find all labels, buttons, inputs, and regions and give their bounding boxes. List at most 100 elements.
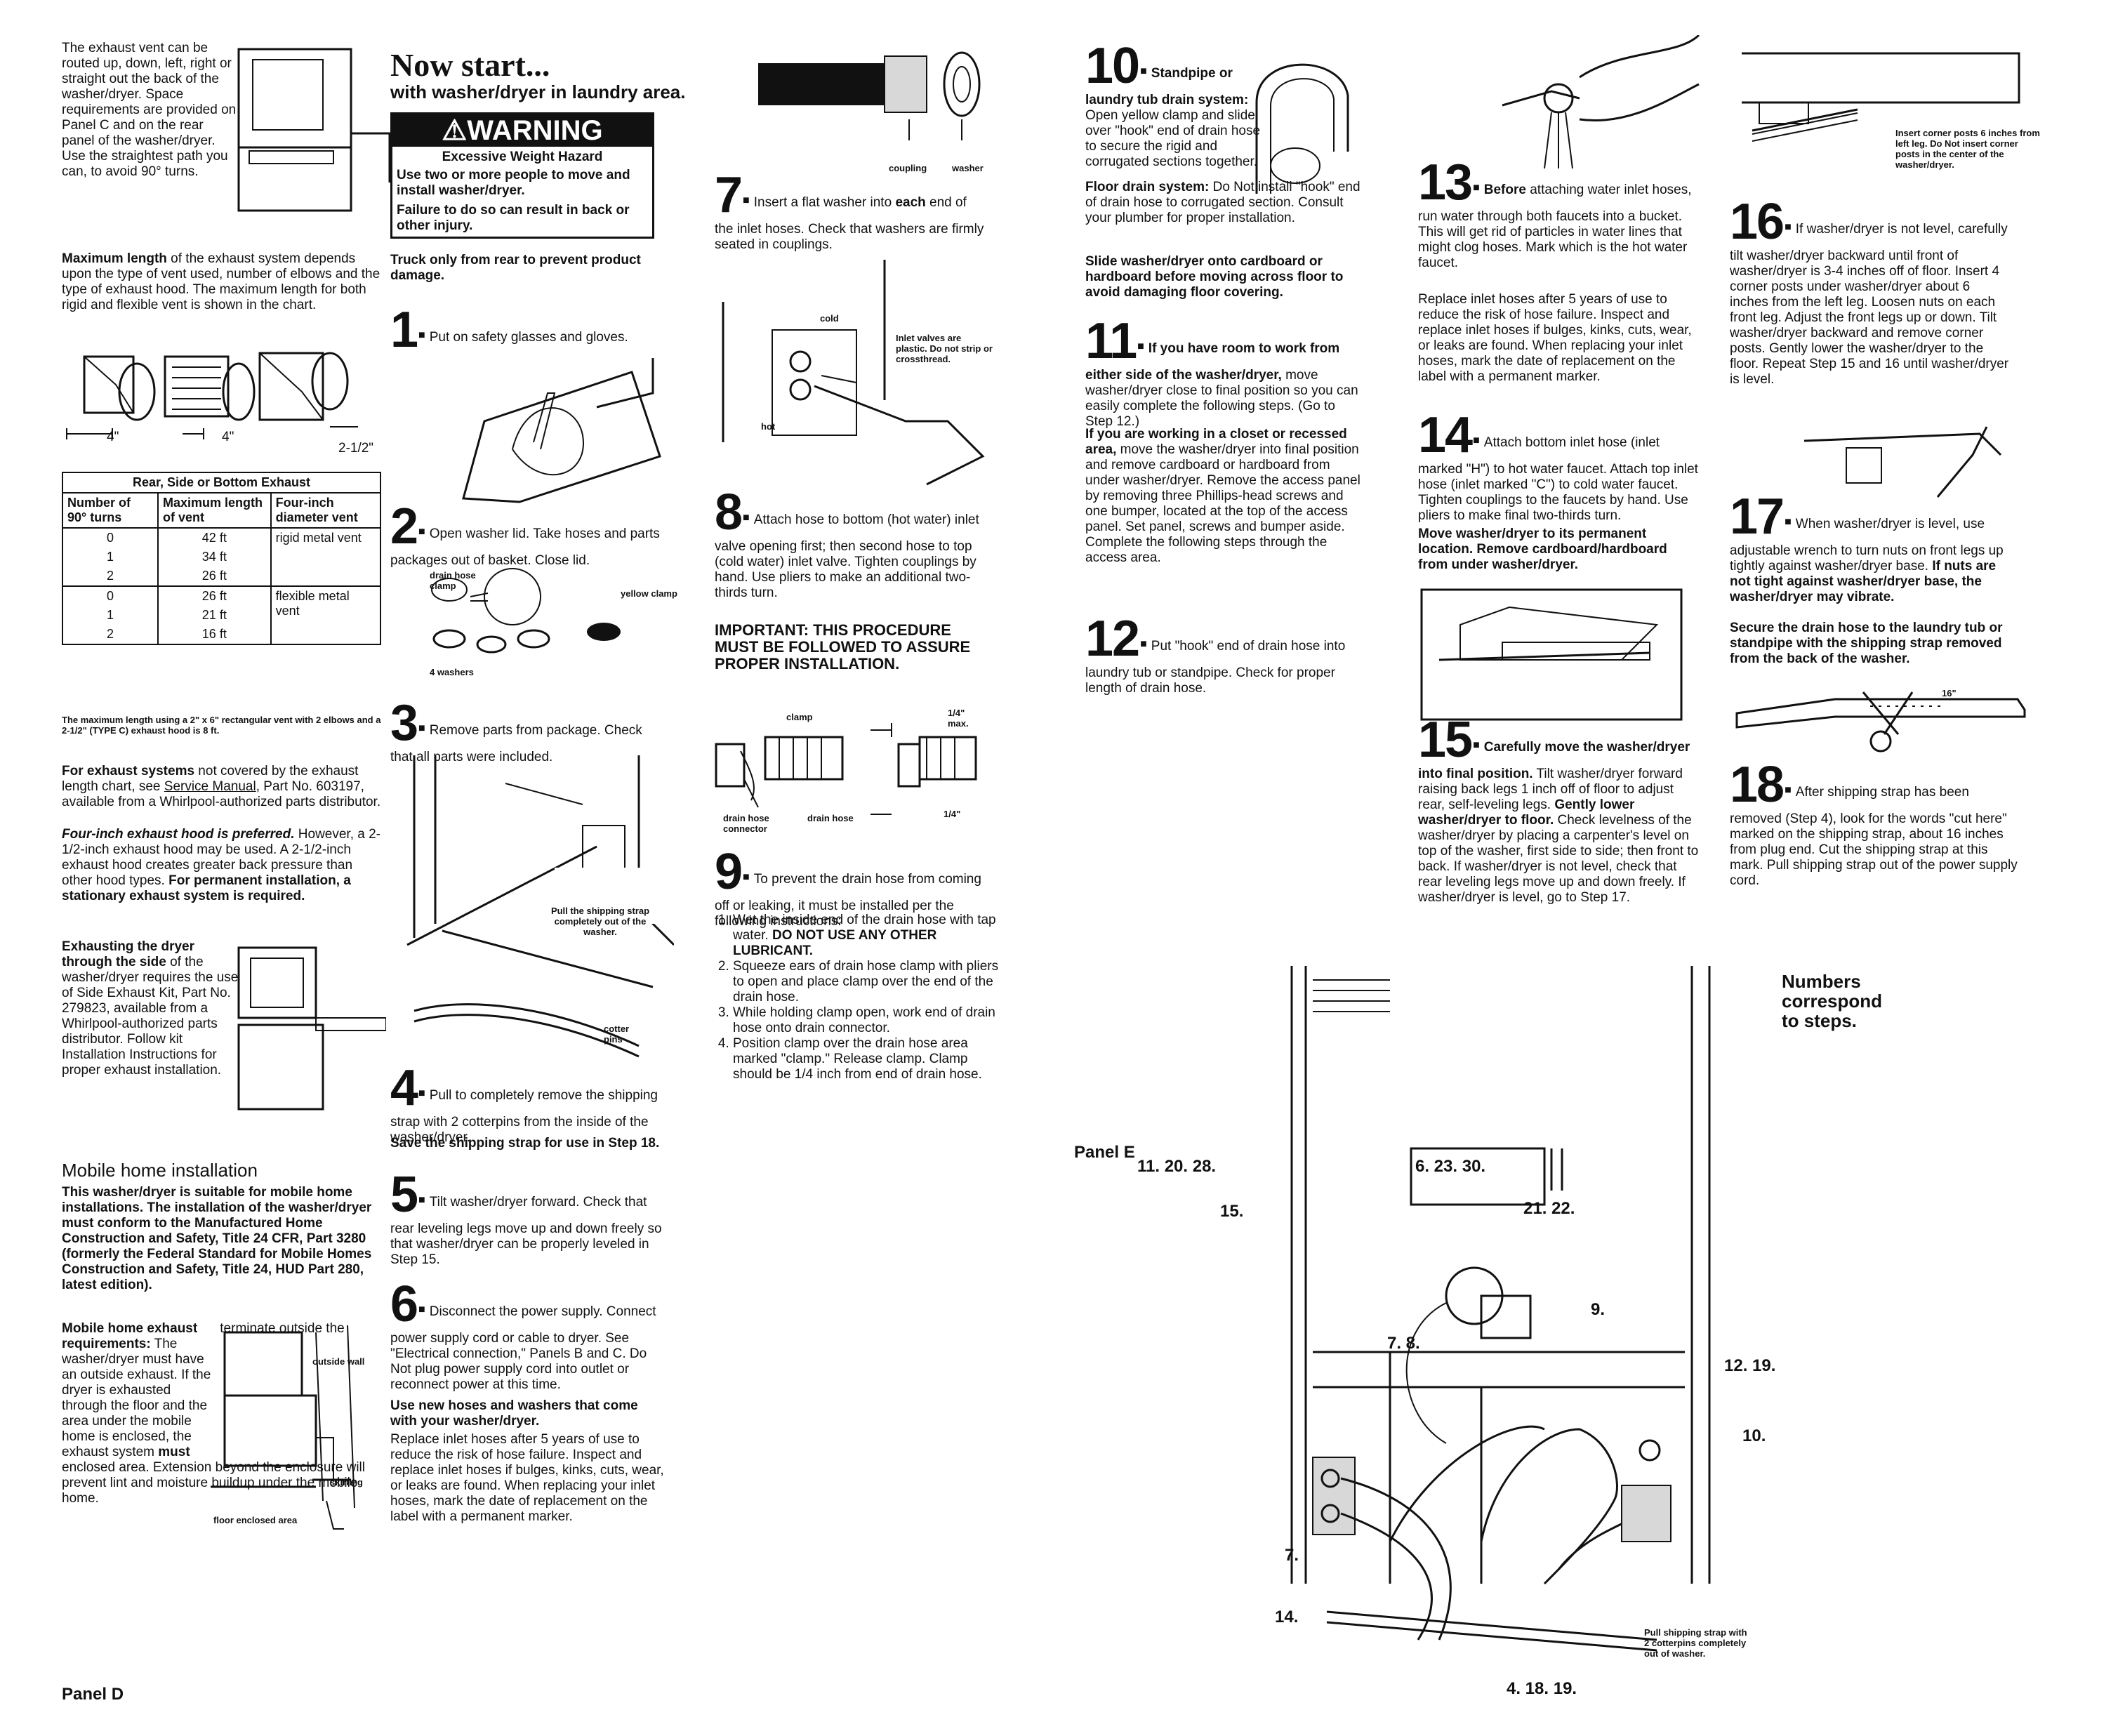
service-manual-link: Service Manual [164,779,256,794]
cold-label: cold [820,313,839,324]
mobile-home-exhaust-illustration [211,1325,355,1530]
move-permanent-note: Move washer/dryer to its permanent locat… [1418,526,1667,572]
callout-7-8: 7. 8. [1387,1334,1420,1353]
list-item: Position clamp over the drain hose area … [733,1036,1000,1082]
callout-11-20-28: 11. 20. 28. [1137,1157,1217,1176]
hot-label: hot [761,421,776,432]
step-18: 18After shipping strap has been removed … [1730,757,2025,889]
dim-4in-a: 4" [107,430,119,444]
cotter-pins-label: cotter pins [604,1023,630,1045]
panel-d-label: Panel D [62,1685,124,1704]
replace-inlet-hoses-note: Replace inlet hoses after 5 years of use… [1418,292,1692,384]
exhaust-hoods-illustration [66,352,358,439]
callout-21-22: 21. 22. [1523,1199,1575,1218]
washer-label: washer [952,163,984,173]
cut-strap-illustration [1735,691,2026,753]
washer-rear-access-diagram [1290,966,1711,1652]
mobile-home-heading: Mobile home installation [62,1160,258,1181]
table-row: 2 26 ft [62,566,380,587]
step-4: 4Pull to completely remove the shipping … [390,1060,664,1146]
step-7: 7Insert a flat washer into end of the in… [715,167,988,253]
step-14: 14Attach bottom inlet hose (inlet marked… [1418,407,1699,524]
secure-drain-note: Secure the drain hose to the laundry tub… [1730,621,2003,666]
list-item: Squeeze ears of drain hose clamp with pl… [733,959,1000,1005]
drain-hose-connector-label: drain hose connector [723,813,769,834]
shipping-strap-removal-illustration [406,755,674,988]
exhaust-intro: The exhaust vent can be routed up, down,… [62,41,237,179]
closet-note: If you are working in a closet or recess… [1085,427,1361,565]
now-start-subtitle: with washer/dryer in laundry area. [390,81,686,102]
step-5: 5Tilt washer/dryer forward. Check that r… [390,1167,664,1268]
hose-parts-illustration [431,568,621,654]
callout-12-19: 12. 19. [1724,1356,1776,1375]
washer-open-lid-illustration [462,358,661,503]
callout-4-18-19: 4. 18. 19. [1507,1679,1577,1698]
table-row: 1 21 ft [62,606,380,625]
step-17: 17When washer/dryer is level, use adjust… [1730,489,2011,605]
other-exhaust-systems: For exhaust systems not covered by the e… [62,764,381,809]
list-item: While holding clamp open, work end of dr… [733,1005,1000,1036]
stacked-washer-dryer-illustration [237,48,391,212]
replace-hoses-note: Replace inlet hoses after 5 years of use… [390,1432,664,1524]
callout-7: 7. [1285,1546,1299,1565]
step-9: 9To prevent the drain hose from coming o… [715,844,988,929]
panel-e-label: Panel E [1074,1143,1135,1162]
clamp-label: clamp [786,712,813,722]
drain-hose-clamp-label: drain hose clamp [430,570,476,591]
table-header: Maximum length of vent [157,492,272,529]
table-title: Rear, Side or Bottom Exhaust [62,472,381,493]
corner-posts-label: Insert corner posts 6 inches from left l… [1895,128,2040,170]
faucet-hand-illustration [1502,35,1700,169]
warning-head: WARNING [467,115,603,146]
callout-9: 9. [1591,1300,1606,1319]
four-inch-hood-note: Four-inch exhaust hood is preferred. How… [62,827,380,903]
skirting-label: skirting [330,1477,363,1487]
dim-4in-b: 4" [222,430,234,444]
exhaust-max-length: Maximum length of the exhaust system dep… [62,251,380,312]
warning-triangle-icon: ⚠ [442,115,468,146]
quarter-inch-max-label: 1/4" max. [948,708,969,729]
outside-wall-label: outside wall [312,1356,365,1367]
callout-14: 14. [1275,1608,1299,1626]
quarter-inch-label: 1/4" [944,809,961,819]
wrench-leg-illustration [1803,426,2002,498]
washer-top-level-illustration [1420,588,1683,721]
step-10: 10Standpipe or laundry tub drain system:… [1085,38,1261,170]
sixteen-inch-label: 16" [1942,688,1957,698]
new-hoses-note: Use new hoses and washers that come with… [390,1398,638,1429]
step-2: 2Open washer lid. Take hoses and parts p… [390,498,664,569]
inlet-valves-note: Inlet valves are plastic. Do not strip o… [896,333,993,364]
table-row: 0 26 ft flexible metal vent [62,585,382,645]
step-6: 6Disconnect the power supply. Connect po… [390,1276,664,1393]
list-item: Wet the inside end of the drain hose wit… [733,913,1000,959]
pull-strap-label: Pull the shipping strap completely out o… [550,906,650,937]
step-8: 8Attach hose to bottom (hot water) inlet… [715,484,988,601]
coupling-label: coupling [889,163,927,173]
step-15: 15Carefully move the washer/dryer into f… [1418,712,1699,906]
drain-hose-label: drain hose [807,813,854,823]
warning-hazard: Excessive Weight Hazard [442,150,603,164]
step-12: 12Put "hook" end of drain hose into laun… [1085,611,1366,696]
step-9-instructions: Wet the inside end of the drain hose wit… [715,913,1000,1082]
step-16: 16If washer/dryer is not level, carefull… [1730,194,2011,387]
corner-post-illustration [1742,52,2020,142]
important-procedure-note: IMPORTANT: THIS PROCEDURE MUST BE FOLLOW… [715,621,971,672]
table-header: Number of 90° turns [62,492,159,529]
yellow-clamp-label: yellow clamp [621,588,677,599]
now-start-title: Now start... [390,47,550,83]
dim-2-5in: 2-1/2" [338,441,374,456]
step-1: 1Put on safety glasses and gloves. [390,302,664,358]
side-exhaust-illustration [237,946,386,1111]
warning-line2: Failure to do so can result in back or o… [397,203,630,233]
warning-line1: Use two or more people to move and insta… [397,168,630,198]
step-11: 11If you have room to work from either s… [1085,313,1366,430]
table-header: Four-inch diameter vent [270,492,382,529]
step-3: 3Remove parts from package. Check that a… [390,695,664,765]
vent-length-table: Rear, Side or Bottom Exhaust Number of 9… [62,472,382,645]
table-row: 2 16 ft [62,625,380,645]
table-note: The maximum length using a 2" x 6" recta… [62,715,381,736]
truck-note: Truck only from rear to prevent product … [390,253,641,283]
table-row: 1 34 ft [62,548,380,566]
mobile-home-exhaust-requirements: Mobile home exhaust requirements: The wa… [62,1321,365,1506]
callout-15: 15. [1220,1202,1244,1221]
